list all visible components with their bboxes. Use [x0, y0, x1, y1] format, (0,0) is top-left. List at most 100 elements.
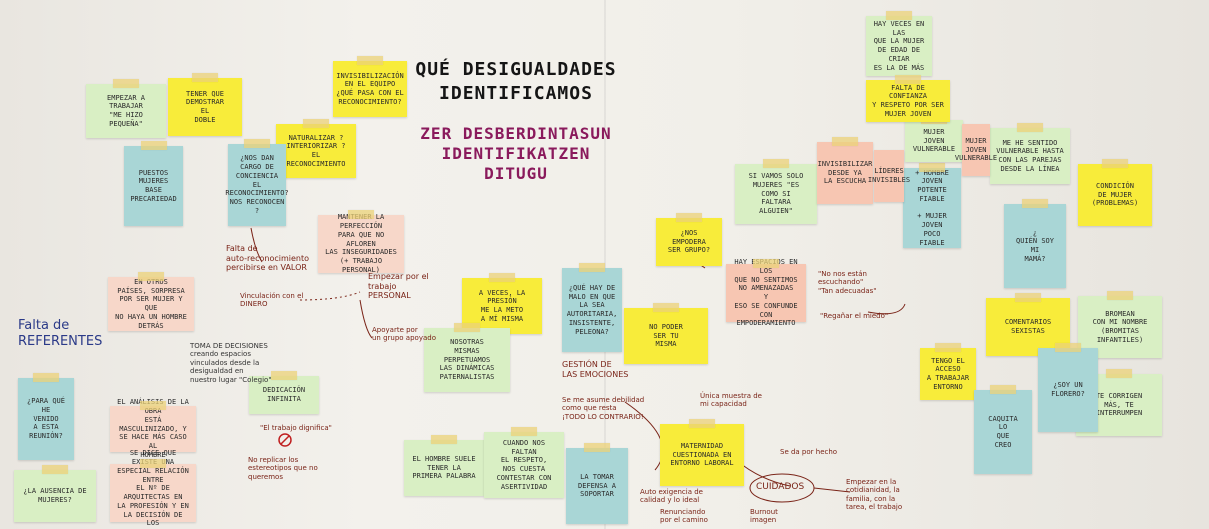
sticky-note: INVISIBILIZAR DESDE YA LA ESCUCHA [817, 137, 873, 204]
handwritten-note: Se da por hecho [780, 448, 838, 456]
tape [357, 56, 383, 65]
tape [753, 259, 779, 268]
sticky-note: CAQUITA LO QUE CREO [974, 385, 1032, 474]
sticky-note: EMPEZAR A TRABAJAR "ME HIZO PEQUEÑA" [86, 79, 166, 138]
tape [33, 373, 59, 382]
sticky-note: ¿LA AUSENCIA DE MUJERES? [14, 465, 96, 522]
tape [895, 75, 921, 84]
sticky-note: ¿ QUIÉN SOY MI MAMÁ? [1004, 199, 1066, 288]
sticky-note: SI VAMOS SOLO MUJERES "ES COMO SI FALTAR… [735, 159, 817, 224]
tape [919, 163, 945, 172]
tape [348, 210, 374, 219]
tape [676, 213, 702, 222]
tape [244, 139, 270, 148]
handwritten-note: No replicar los estereotipos que no quer… [248, 456, 318, 481]
tape [1022, 199, 1048, 208]
board-title: QUÉ DESIGUALDADES IDENTIFICAMOS [408, 58, 624, 107]
sticky-note: ¿PARA QUÉ HE VENIDO A ESTA REUNIÓN? [18, 373, 74, 460]
sticky-note: LA TOMAR DEFENSA A SOPORTAR [566, 443, 628, 524]
sticky-note: FALTA DE CONFIANZA Y RESPETO POR SER MUJ… [866, 75, 950, 122]
sticky-note: INVISIBILIZACIÓN EN EL EQUIPO ¿QUÉ PASA … [333, 56, 407, 117]
tape [431, 435, 457, 444]
sticky-note: TENER QUE DEMOSTRAR EL DOBLE [168, 73, 242, 136]
tape [653, 303, 679, 312]
sticky-note: HAY VECES EN LAS QUE LA MUJER DE EDAD DE… [866, 11, 932, 76]
tape [303, 119, 329, 128]
tape [1107, 291, 1133, 300]
handwritten-note: Burnout imagen [750, 508, 778, 525]
sticky-note: PUESTOS MUJERES BASE PRECARIEDAD [124, 141, 183, 226]
sticky-note: BROMEAN CON MI NOMBRE (BROMITAS INFANTIL… [1078, 291, 1162, 358]
title-line-1: QUÉ DESIGUALDADES [415, 59, 617, 80]
handwritten-note: Única muestra de mi capacidad [700, 392, 762, 409]
tape [1055, 343, 1081, 352]
sticky-note: NOSOTRAS MISMAS PERPETUAMOS LAS DINÁMICA… [424, 323, 510, 392]
sticky-note: ¿SOY UN FLORERO? [1038, 343, 1098, 432]
handwritten-note: CUIDADOS [756, 482, 805, 492]
handwritten-note: Renunciando por el camino [660, 508, 708, 525]
handwritten-note: Auto exigencia de calidad y lo ideal [640, 488, 703, 505]
tape [832, 137, 858, 146]
sticky-note: CONDICIÓN DE MUJER (PROBLEMAS) [1078, 159, 1152, 226]
tape [689, 419, 715, 428]
title-basque-line-1: ZER DESBERDINTASUN [420, 124, 612, 143]
sticky-note: NATURALIZAR ? INTERIORIZAR ? EL RECONOCI… [276, 119, 356, 178]
title-basque-line-2: IDENTIFIKATZEN [441, 144, 591, 163]
tape [140, 141, 167, 150]
handwritten-note: "Regañar el miedo" [820, 312, 889, 320]
sticky-note: EL ANÁLISIS DE LA OBRA ESTÁ MASCULINIZAD… [110, 398, 196, 459]
handwritten-note: Falta de auto-reconocimiento percibirse … [226, 244, 309, 273]
sticky-note: ¿QUÉ HAY DE MALO EN QUE LA SEA AUTORITAR… [562, 263, 622, 352]
handwritten-note: "El trabajo dignifica" [260, 424, 332, 432]
sticky-note: ¿NOS DAN CARGO DE CONCIENCIA EL RECONOCI… [225, 139, 289, 226]
paper-seam [604, 0, 606, 529]
sticky-note: EL HOMBRE SUELE TENER LA PRIMERA PALABRA [404, 435, 484, 496]
sticky-note: MATERNIDAD CUESTIONADA EN ENTORNO LABORA… [660, 419, 744, 486]
tape [42, 465, 68, 474]
tape [763, 159, 789, 168]
tape [489, 273, 515, 282]
sticky-note: CUANDO NOS FALTAN EL RESPETO, NOS CUESTA… [484, 427, 564, 498]
handwritten-note: Se me asume debilidad como que resta ¡TO… [562, 396, 645, 421]
tape [1102, 159, 1128, 168]
title-basque-line-3: DITUGU [484, 164, 548, 183]
sticky-note: + HOMBRE JOVEN POTENTE FIABLE + MUJER JO… [903, 163, 961, 248]
tape [990, 385, 1016, 394]
board-title-basque: ZER DESBERDINTASUN IDENTIFIKATZEN DITUGU [408, 124, 624, 184]
tape [1017, 123, 1043, 132]
title-line-2: IDENTIFICAMOS [439, 83, 593, 105]
tape [454, 323, 480, 332]
sticky-note: SE DICE QUE EXISTE UNA ESPECIAL RELACIÓN… [110, 449, 196, 529]
sticky-note: NO PODER SER TU MISMA [624, 303, 708, 364]
sticky-note: MUJER JOVEN VULNERABLE [955, 124, 997, 176]
handwritten-note: GESTIÓN DE LAS EMOCIONES [562, 360, 629, 379]
tape [271, 371, 297, 380]
tape [192, 73, 218, 82]
tape [1106, 369, 1132, 378]
sticky-note: ¿NOS EMPODERA SER GRUPO? [656, 213, 722, 266]
handwritten-note: Falta de REFERENTES [18, 318, 103, 349]
tape [584, 443, 610, 452]
tape [140, 401, 166, 410]
sticky-note: LÍDERES INVISIBLES [868, 150, 910, 202]
handwritten-note: Empezar en la cotidianidad, la familia, … [846, 478, 903, 512]
sticky-note: TENGO EL ACCESO A TRABAJAR ENTORNO [920, 343, 976, 400]
tape [935, 343, 961, 352]
sticky-note: DEDICACIÓN INFINITA [249, 371, 319, 414]
tape [511, 427, 537, 436]
tape [113, 79, 139, 88]
handwritten-note: Vinculación con el DINERO [240, 292, 304, 309]
handwritten-note: Apoyarte por un grupo apoyado [372, 326, 436, 343]
tape [138, 272, 164, 281]
tape [1015, 293, 1041, 302]
handwritten-note: Empezar por el trabajo PERSONAL [368, 272, 429, 301]
sticky-note: ME HE SENTIDO VULNERABLE HASTA CON LAS P… [990, 123, 1070, 184]
sticky-note: EN OTROS PAÍSES, SORPRESA POR SER MUJER … [108, 272, 194, 331]
tape [886, 11, 912, 20]
handwritten-note: "No nos están escuchando" "Tan adecuadas… [818, 270, 877, 295]
sticky-note: HAY ESPACIOS EN LOS QUE NO SENTIMOS NO A… [726, 258, 806, 327]
tape [140, 459, 166, 468]
tape [579, 263, 605, 272]
handwritten-note: TOMA DE DECISIONES creando espacios vinc… [190, 342, 272, 384]
